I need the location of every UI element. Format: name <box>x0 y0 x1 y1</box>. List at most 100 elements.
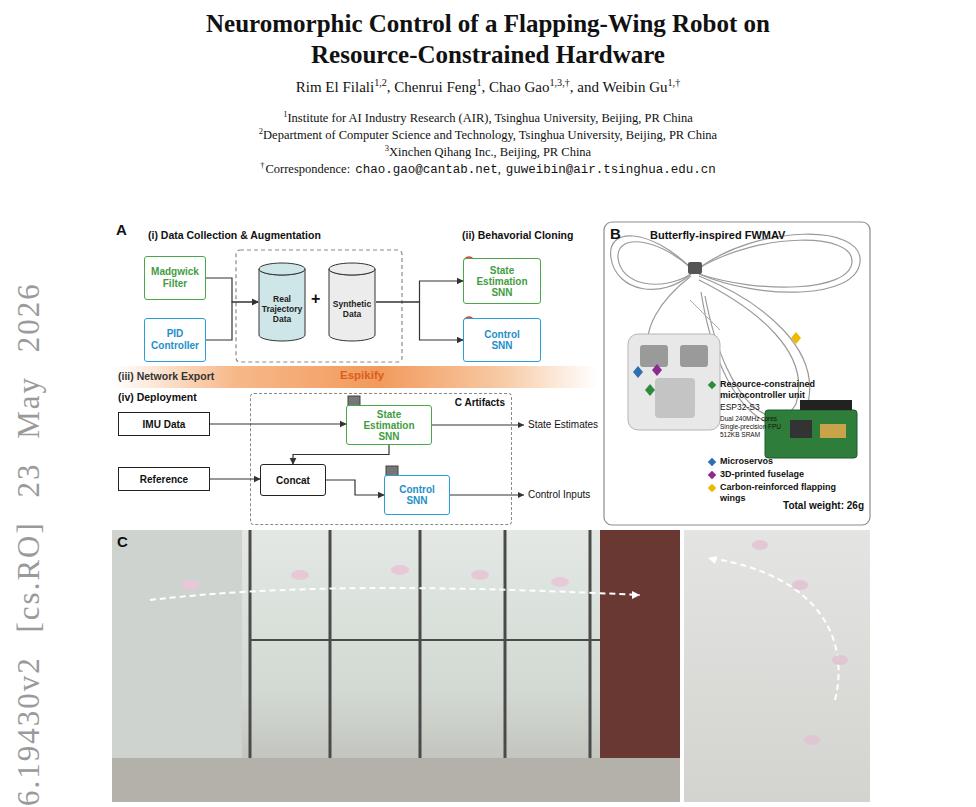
node-text: (iii) Network Export <box>118 370 214 382</box>
data-group-outline <box>236 250 402 362</box>
node-text: Synthetic Data <box>328 299 376 319</box>
network-box: Control SNN <box>463 318 541 362</box>
export-band: (iii) Network ExportEspikify <box>112 366 597 388</box>
node-text: Concat <box>276 475 310 486</box>
author-text: Institute for AI Industry Research (AIR)… <box>287 111 692 125</box>
legend-swatch <box>708 471 716 479</box>
legend-swatch <box>708 458 716 466</box>
butterfly-snapshots <box>752 540 848 745</box>
board-chip <box>820 424 846 438</box>
flight-path-arrow <box>150 588 640 600</box>
superscript: 1,† <box>667 77 680 88</box>
author-text: Rim El Filali <box>296 79 374 95</box>
spec-text: 512KB SRAM <box>720 431 760 438</box>
board-chip <box>790 420 812 438</box>
arxiv-stamp: 6.19430v2 [cs.RO] 23 May 2026 <box>12 282 46 806</box>
fuselage-photo <box>628 334 720 430</box>
connector-arrow <box>210 478 260 479</box>
butterfly-snapshot <box>752 540 768 550</box>
wing-outline <box>618 242 691 284</box>
superscript: † <box>260 160 264 170</box>
butterfly-snapshot <box>391 565 409 575</box>
connector-arrow <box>206 278 258 302</box>
process-box: PID Controller <box>144 318 206 362</box>
cylinder-body <box>259 269 305 341</box>
artifact-group: C ArtifactsState Estimation SNNConcatCon… <box>250 393 512 525</box>
author-text: Department of Computer Science and Techn… <box>263 128 717 142</box>
weight-note: Total weight: 26g <box>760 500 864 511</box>
output-label: State Estimates <box>528 419 598 430</box>
window-frame <box>249 530 252 760</box>
legend-swatch <box>708 381 716 389</box>
output-arrow <box>450 494 524 495</box>
output-arrow <box>432 424 524 425</box>
mount-box <box>688 262 702 274</box>
butterfly-snapshot <box>832 655 848 665</box>
connector-arrow <box>210 423 346 424</box>
stage-heading: (ii) Behavorial Cloning <box>462 229 573 241</box>
spec-text: Dual 240MHz cores <box>720 415 777 422</box>
board-header <box>800 400 852 410</box>
butterfly-snapshot <box>471 570 489 580</box>
connector-arrow <box>376 281 463 302</box>
text-line: 2Department of Computer Science and Tech… <box>0 127 976 143</box>
window-frame <box>250 639 600 641</box>
process-box: Madgwick Filter <box>144 256 206 300</box>
flight-photo <box>112 530 680 802</box>
output-arrowhead <box>518 492 524 498</box>
input-box: IMU Data <box>118 412 210 436</box>
window-frames <box>250 530 600 760</box>
flight-path-arrowhead <box>632 591 640 599</box>
cylinder-top <box>259 263 305 275</box>
output-arrowhead <box>518 422 524 428</box>
connector-arrow <box>326 480 384 495</box>
servo <box>680 345 708 367</box>
spec-text: ESP32-S3 <box>720 402 760 412</box>
input-box: Reference <box>118 467 210 491</box>
email: guweibin@air.tsinghua.edu.cn <box>506 163 716 177</box>
servo <box>640 345 668 367</box>
network-box: State Estimation SNN <box>346 405 432 445</box>
legend-text: 3D-printed fuselage <box>720 469 862 480</box>
node-text: State Estimation SNN <box>474 265 530 298</box>
marker-diamond <box>791 332 801 344</box>
panel-letter: B <box>610 225 621 242</box>
flight-path-arrow <box>710 558 839 700</box>
cylinder-top <box>329 263 375 275</box>
text-line: †Correspondence:chao.gao@cantab.net,guwe… <box>0 161 976 178</box>
butterfly-snapshot <box>804 735 820 745</box>
legend-text: Carbon-reinforced flapping wings <box>720 482 862 504</box>
panel-border <box>604 222 870 525</box>
marker-diamond <box>645 384 655 396</box>
flight-path-arrowhead <box>708 556 717 564</box>
marker-diamond <box>652 364 662 376</box>
stage-heading: (iv) Deployment <box>118 391 197 403</box>
superscript: 1,2 <box>374 77 387 88</box>
legend-entry: Microservos <box>708 456 862 467</box>
spec-text: Single-precision FPU <box>720 423 781 430</box>
legend-swatch <box>708 484 716 492</box>
network-box: Control SNN <box>384 475 450 515</box>
fuselage-frame <box>655 378 695 418</box>
paper-title: Neuromorphic Control of a Flapping-Wing … <box>178 8 798 70</box>
author-text: Correspondence: <box>265 162 350 176</box>
window-frame <box>329 530 332 760</box>
node-text: State Estimation SNN <box>361 409 417 442</box>
wing-outline <box>699 234 860 292</box>
butterfly-snapshot <box>291 570 309 580</box>
leader-line <box>690 300 720 330</box>
legend-text: Microservos <box>720 456 862 467</box>
window-frame <box>504 530 507 760</box>
node-text: Real Trajectory Data <box>258 294 306 324</box>
window-frame <box>589 530 592 760</box>
connector-arrow <box>293 445 389 464</box>
connector-arrow <box>206 302 258 340</box>
board-photo <box>765 410 857 458</box>
author-text: Xinchen Qihang Inc., Beijing, PR China <box>389 145 591 159</box>
red-wall <box>600 530 680 760</box>
text-line: 1Institute for AI Industry Research (AIR… <box>0 110 976 126</box>
node-text: IMU Data <box>143 419 186 430</box>
text-line: 3Xinchen Qihang Inc., Beijing, PR China <box>0 144 976 160</box>
node-text: Control SNN <box>474 329 530 351</box>
